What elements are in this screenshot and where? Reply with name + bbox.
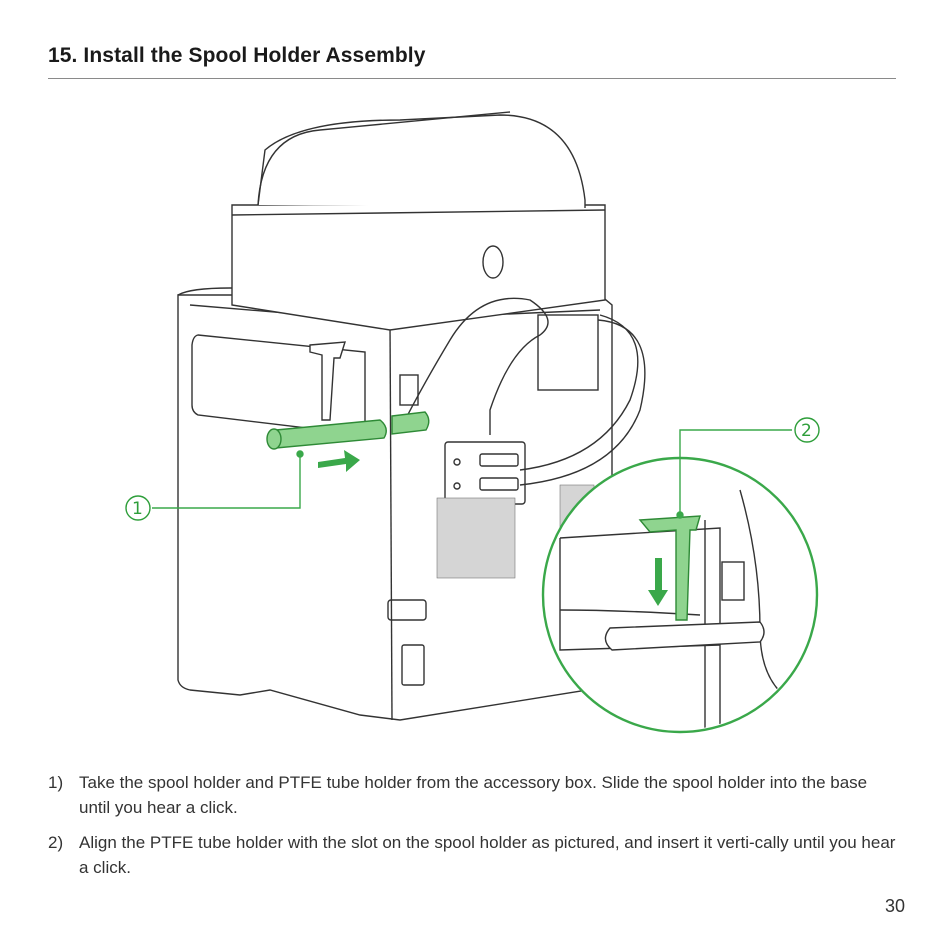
tube-clip <box>482 245 504 279</box>
section-title: 15. Install the Spool Holder Assembly <box>48 44 426 67</box>
dome-outline <box>257 114 586 208</box>
insert-arrow-icon <box>318 450 360 472</box>
tube-holder-installed <box>309 341 346 421</box>
cable-box <box>537 314 599 391</box>
title-divider <box>48 78 896 79</box>
callout-2 <box>676 417 820 519</box>
spool-rod-stub <box>391 411 430 435</box>
ptfe-tube-c <box>519 319 646 486</box>
handle-plate <box>387 599 427 621</box>
top-box-edge <box>231 209 606 216</box>
vent-grid-left <box>436 497 516 579</box>
lower-slot <box>401 644 425 686</box>
port-dot-2 <box>453 482 461 490</box>
callout-1 <box>125 450 304 521</box>
base-top-edge <box>177 287 601 296</box>
base-corner-edge <box>389 321 393 721</box>
step-1-text: Take the spool holder and PTFE tube hold… <box>79 773 868 817</box>
step-2-text: Align the PTFE tube holder with the slot… <box>79 833 896 877</box>
printer-enclosure-illustration <box>177 111 646 721</box>
assembly-illustration: 1 2 <box>0 90 945 750</box>
ptfe-tube-holder-part <box>638 515 701 621</box>
callout-2-label: 2 <box>801 421 812 441</box>
step-1: 1) Take the spool holder and PTFE tube h… <box>48 770 898 820</box>
callout-1-label: 1 <box>132 499 143 519</box>
step-2-number: 2) <box>48 833 64 852</box>
port-slot-1 <box>479 453 519 467</box>
ptfe-tube-a <box>399 297 549 435</box>
insert-down-arrow-icon <box>648 558 668 606</box>
port-dot-1 <box>453 458 461 466</box>
side-window <box>191 334 366 436</box>
step-2: 2) Align the PTFE tube holder with the s… <box>48 830 898 880</box>
spool-holder-part <box>266 411 430 450</box>
instruction-steps: 1) Take the spool holder and PTFE tube h… <box>48 770 898 890</box>
spool-rod-end <box>266 428 282 450</box>
dome-seam <box>319 111 511 131</box>
page-number: 30 <box>884 896 905 916</box>
magnified-detail-circle <box>541 456 819 734</box>
dome-inner-arc <box>257 129 321 206</box>
side-bracket <box>399 374 419 406</box>
port-slot-2 <box>479 477 519 491</box>
step-1-number: 1) <box>48 773 64 792</box>
detail-rod <box>604 621 765 651</box>
